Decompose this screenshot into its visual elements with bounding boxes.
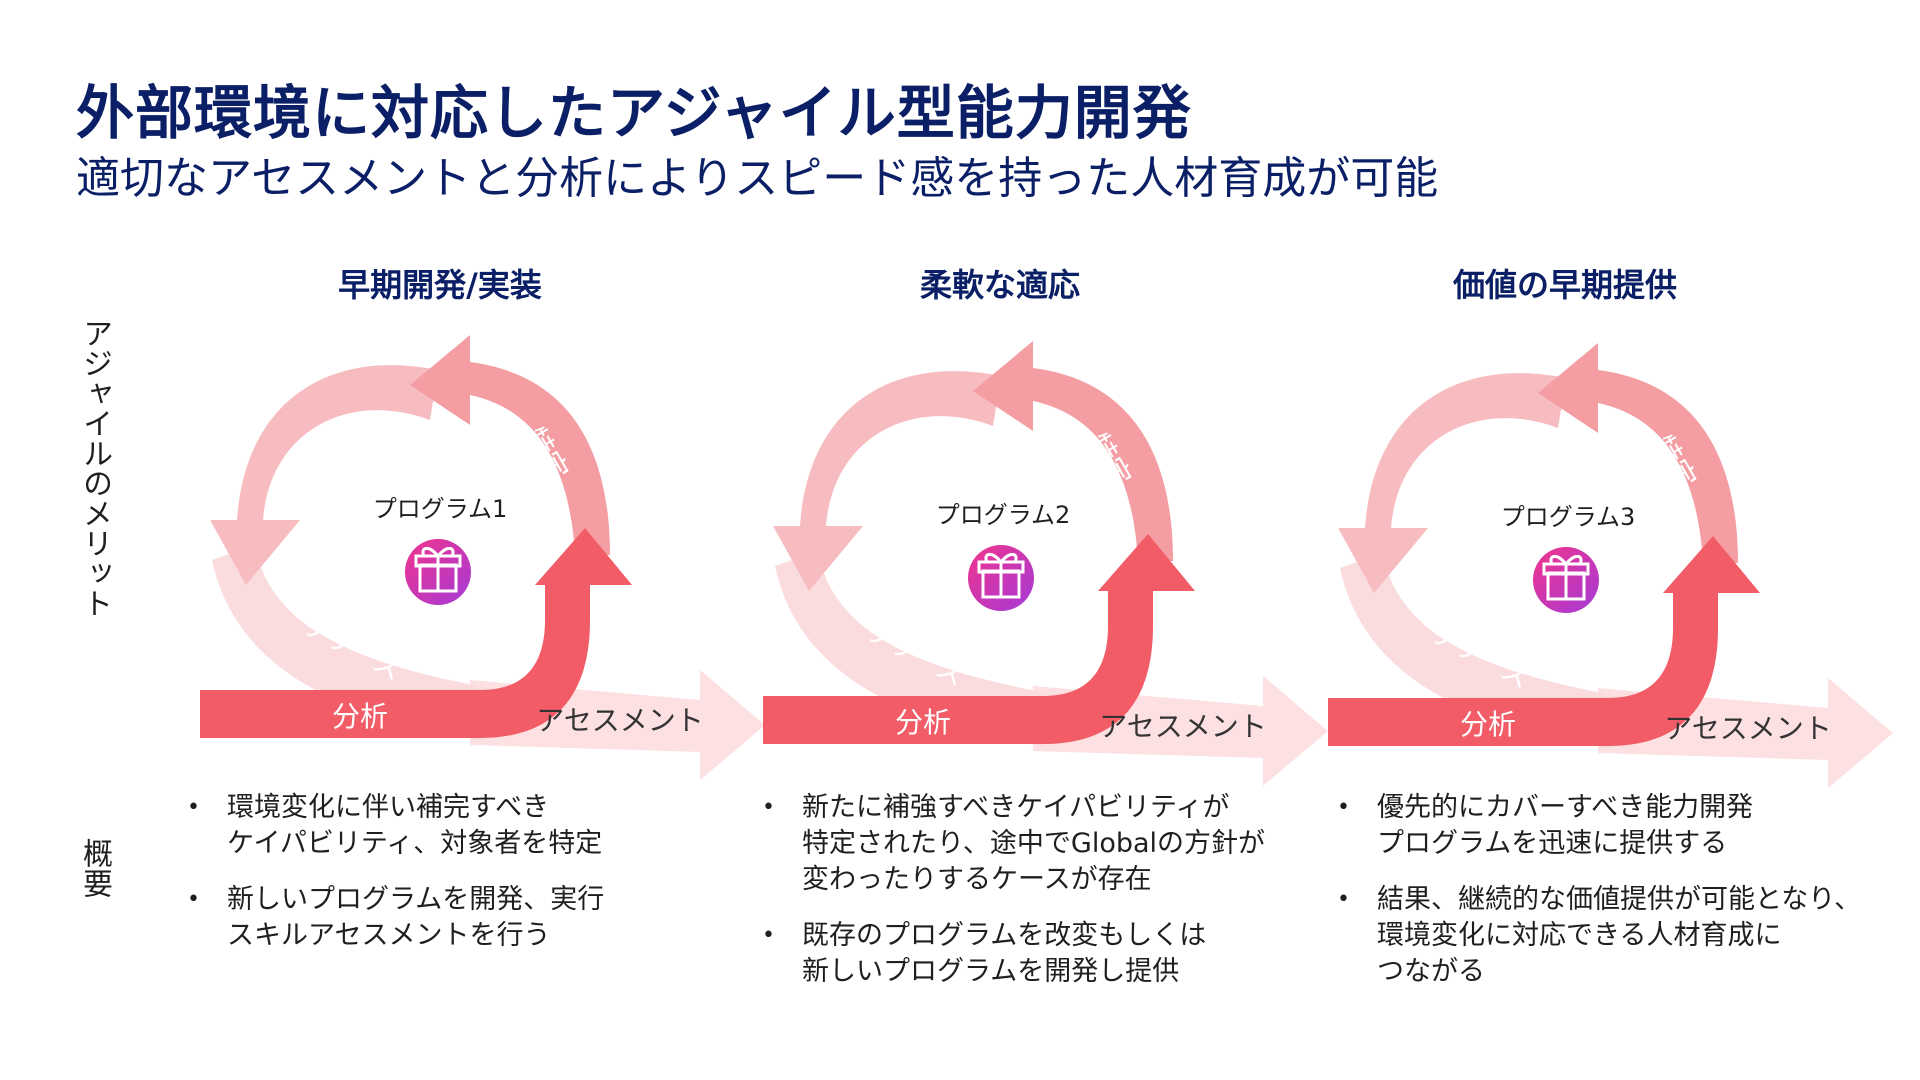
identify-arrow (1538, 343, 1738, 563)
program-label: プログラム2 (936, 501, 1071, 529)
bullet-dot: • (1337, 795, 1350, 820)
bullet-dot: • (762, 795, 775, 820)
list-item: •既存のプログラムを改変もしくは 新しいプログラムを開発し提供 (762, 920, 1207, 987)
list-item: •新しいプログラムを開発、実行 スキルアセスメントを行う (187, 884, 605, 951)
identify-arrow (973, 341, 1173, 561)
cycle-diagram-3: プログラム3開発特定リリース分析アセスメント (1328, 343, 1893, 788)
program-label: プログラム1 (373, 495, 508, 523)
development-arrow (1338, 373, 1566, 593)
list-item: •新たに補強すべきケイパビリティが 特定されたり、途中でGlobalの方針が 変… (762, 792, 1266, 895)
column-heading-2: 柔軟な適応 (919, 266, 1080, 304)
summary-list-2: •新たに補強すべきケイパビリティが 特定されたり、途中でGlobalの方針が 変… (760, 790, 1320, 1010)
cycle-diagram-2: プログラム2開発特定リリース分析アセスメント (763, 341, 1328, 786)
program-label: プログラム3 (1501, 503, 1636, 531)
label-analysis: 分析 (332, 700, 388, 733)
bullet-dot: • (1337, 887, 1350, 912)
analysis-arrow (763, 534, 1195, 744)
development-arrow (773, 371, 1001, 591)
gift-icon-bow (1549, 555, 1583, 566)
list-item: •優先的にカバーすべき能力開発 プログラムを迅速に提供する (1337, 792, 1754, 859)
column-heading-1: 早期開発/実装 (338, 266, 542, 304)
gift-icon-bow (984, 553, 1018, 564)
bullet-dot: • (187, 795, 200, 820)
label-analysis: 分析 (1460, 708, 1516, 741)
label-analysis: 分析 (895, 706, 951, 739)
page-subtitle: 適切なアセスメントと分析によりスピード感を持った人材育成が可能 (76, 153, 1439, 204)
summary-list-3: •優先的にカバーすべき能力開発 プログラムを迅速に提供する •結果、継続的な価値… (1335, 790, 1905, 1010)
label-assessment: アセスメント (536, 704, 703, 737)
page-title: 外部環境に対応したアジャイル型能力開発 (76, 79, 1192, 147)
cycle-diagram-1: プログラム1開発特定リリース分析アセスメント (200, 335, 765, 780)
analysis-arrow (200, 528, 632, 738)
identify-arrow (410, 335, 610, 555)
list-item: •結果、継続的な価値提供が可能となり、 環境変化に対応できる人材育成に つながる (1337, 884, 1862, 987)
analysis-arrow (1328, 536, 1760, 746)
development-arrow (210, 365, 438, 585)
gift-icon-bow (421, 547, 455, 558)
side-label-summary: 概要 (77, 838, 112, 898)
label-assessment: アセスメント (1664, 712, 1831, 745)
bullet-dot: • (762, 923, 775, 948)
list-item: •環境変化に伴い補完すべき ケイパビリティ、対象者を特定 (187, 792, 603, 859)
bullet-dot: • (187, 887, 200, 912)
label-assessment: アセスメント (1099, 710, 1266, 743)
summary-list-1: •環境変化に伴い補完すべき ケイパビリティ、対象者を特定 •新しいプログラムを開… (185, 790, 705, 974)
side-label-merits: アジャイルのメリット (77, 318, 112, 618)
column-heading-3: 価値の早期提供 (1452, 266, 1677, 304)
